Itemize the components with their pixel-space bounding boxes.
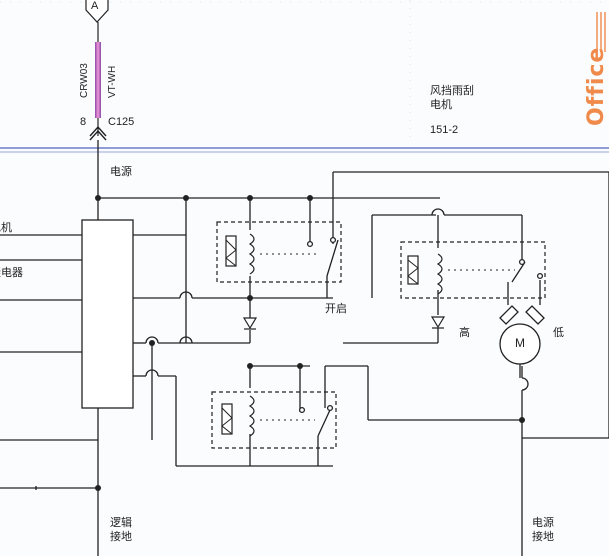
control-module-block <box>81 219 134 409</box>
wire-stripe <box>96 42 100 118</box>
relay-2-winding <box>436 253 443 295</box>
connector-id: C125 <box>108 116 135 128</box>
relay-3-box <box>211 391 337 449</box>
relay-2-box <box>400 241 546 299</box>
wire-color-label: VT-WH <box>107 65 118 98</box>
relay-on-label: 开启 <box>325 302 347 315</box>
component-name-1: 风挡雨刮 <box>430 84 474 97</box>
low-speed-label: 低 <box>553 326 564 339</box>
connector-a-shape <box>85 0 109 23</box>
connector-letter: A <box>91 0 99 12</box>
diode-1-icon <box>242 317 258 330</box>
junction-dots <box>95 195 525 491</box>
left-label-relay: 继电器 <box>0 266 23 279</box>
circuit-wires <box>0 140 609 556</box>
power-ground-label-2: 接地 <box>532 530 554 543</box>
diode-2-icon <box>430 316 446 329</box>
c125-connector-icon <box>89 125 107 137</box>
watermark-logo: Office <box>584 46 609 126</box>
relay-2-coil-icon <box>407 255 419 285</box>
motor-label: M <box>515 336 525 350</box>
connector-pin: 8 <box>80 116 87 128</box>
wire-circuit-label: CRW03 <box>79 63 90 98</box>
component-page-ref[interactable]: 151-2 <box>430 124 459 136</box>
wiper-motor-icon <box>499 305 545 378</box>
left-label-motor: 电机 <box>0 221 12 234</box>
power-ground-label-1: 电源 <box>532 516 554 529</box>
relay-1-coil-icon <box>225 235 237 267</box>
relay-3-coil-icon <box>221 403 233 435</box>
relay-1-box <box>216 221 342 283</box>
component-name-2: 电机 <box>430 98 452 111</box>
watermark-stripes <box>596 12 608 52</box>
logic-ground-label-1: 逻辑 <box>110 516 132 529</box>
relay-3-winding <box>248 395 255 437</box>
high-speed-label: 高 <box>459 326 470 339</box>
module-boundary <box>0 147 609 149</box>
power-label: 电源 <box>110 165 132 178</box>
background-grid <box>0 0 609 140</box>
c125-connector-icon-2 <box>89 129 107 141</box>
logic-ground-label-2: 接地 <box>110 530 132 543</box>
relay-1-winding <box>248 233 255 275</box>
